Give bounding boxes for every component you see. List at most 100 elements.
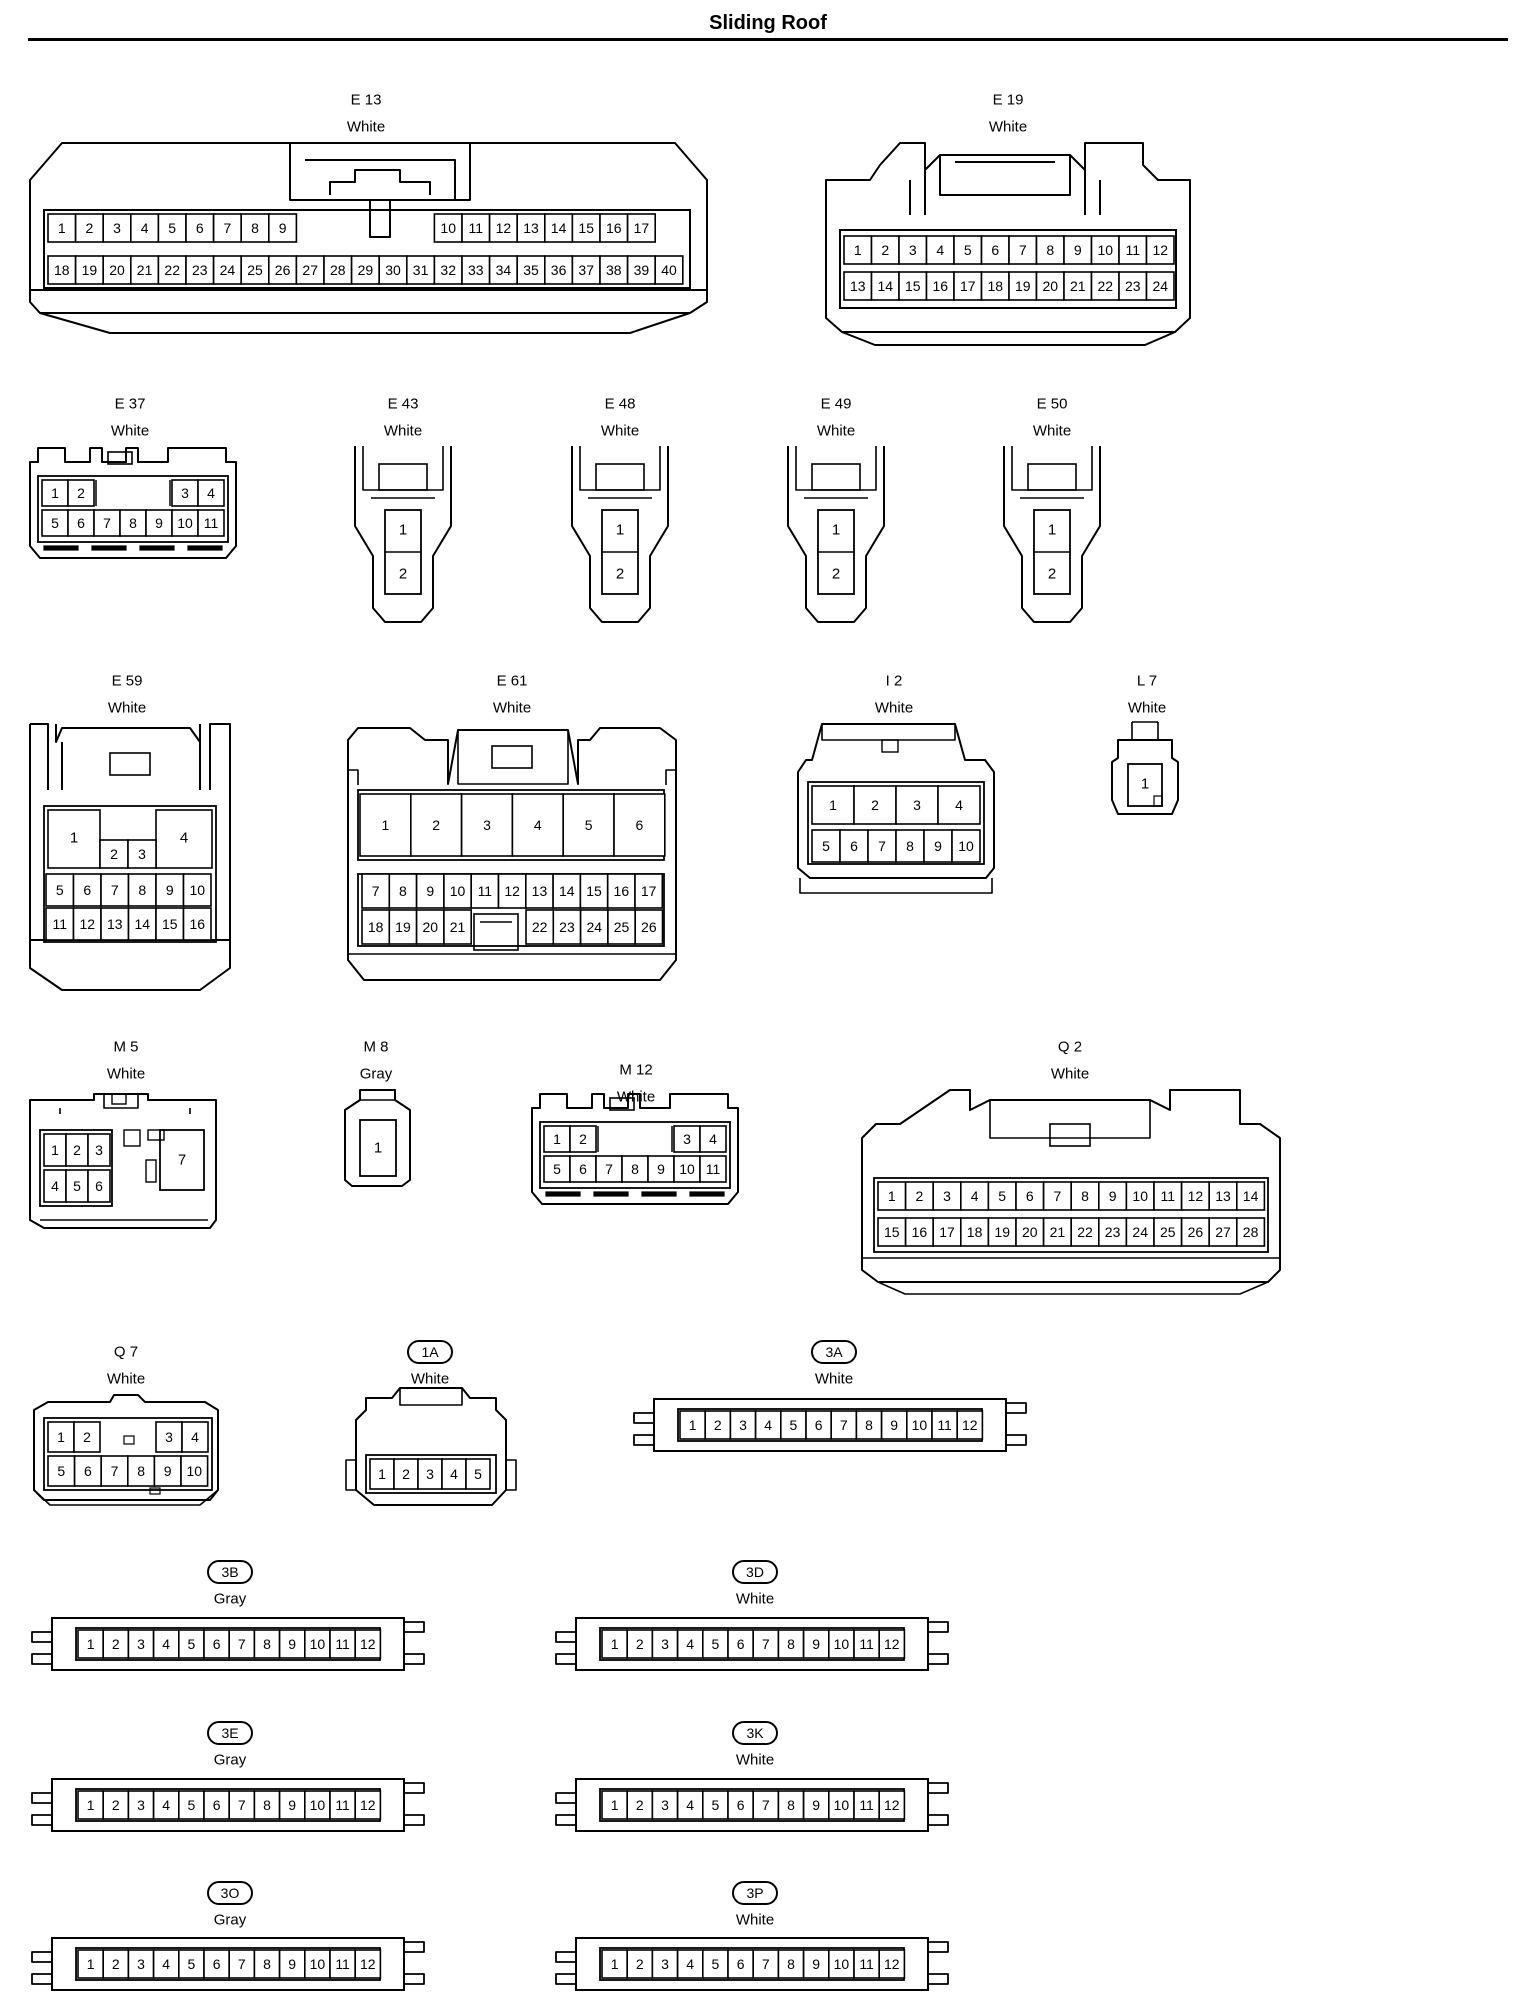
connector-color: Gray (214, 1912, 247, 1929)
title-divider (28, 38, 1508, 41)
pin-1: 1 (382, 817, 390, 833)
pin-27: 27 (302, 262, 318, 278)
pin-14: 14 (551, 220, 567, 236)
code-badge (207, 1881, 253, 1905)
pin-9: 9 (890, 1417, 898, 1433)
pin-12: 12 (884, 1797, 900, 1813)
pin-6: 6 (213, 1956, 221, 1972)
pin-15: 15 (162, 916, 178, 932)
pin-12: 12 (504, 883, 520, 899)
connector-color: White (617, 1089, 655, 1106)
pin-20: 20 (109, 262, 125, 278)
pin-10: 10 (834, 1797, 850, 1813)
pin-11: 11 (937, 1417, 952, 1433)
pin-26: 26 (641, 919, 657, 935)
pin-6: 6 (737, 1636, 745, 1652)
connector-color: Gray (214, 1591, 247, 1608)
pin-16: 16 (189, 916, 205, 932)
pin-11: 11 (469, 220, 484, 236)
pin-6: 6 (84, 1463, 92, 1479)
pin-4: 4 (936, 242, 944, 258)
pin-8: 8 (399, 883, 407, 899)
pin-7: 7 (1019, 242, 1027, 258)
pin-4: 4 (686, 1956, 694, 1972)
pin-5: 5 (585, 817, 593, 833)
pin-9: 9 (155, 515, 163, 531)
code-badge (732, 1560, 778, 1584)
pin-7: 7 (1054, 1188, 1062, 1204)
pin-10: 10 (958, 838, 974, 854)
pin-2: 2 (916, 1188, 924, 1204)
pin-4: 4 (686, 1797, 694, 1813)
pin-2: 2 (579, 1131, 587, 1147)
connector-code: 3P (746, 1885, 763, 1901)
pin-6: 6 (213, 1797, 221, 1813)
pin-12: 12 (360, 1636, 376, 1652)
pin-20: 20 (1042, 278, 1058, 294)
pin-19: 19 (395, 919, 411, 935)
pin-4: 4 (207, 485, 215, 501)
code-badge (732, 1881, 778, 1905)
pin-10: 10 (834, 1956, 850, 1972)
pin-5: 5 (188, 1956, 196, 1972)
connector-code: 3E (221, 1725, 238, 1741)
pin-1: 1 (51, 1142, 59, 1158)
pin-3: 3 (137, 1636, 145, 1652)
pin-15: 15 (905, 278, 921, 294)
pin-11: 11 (706, 1161, 721, 1177)
pin-5: 5 (474, 1466, 482, 1482)
pin-10: 10 (189, 882, 205, 898)
pin-10: 10 (440, 220, 456, 236)
pin-3: 3 (137, 1797, 145, 1813)
pin-8: 8 (263, 1956, 271, 1972)
pin-2: 2 (881, 242, 889, 258)
pin-22: 22 (1097, 278, 1113, 294)
pin-7: 7 (111, 1463, 119, 1479)
pin-11: 11 (1125, 242, 1140, 258)
pin-11: 11 (335, 1797, 350, 1813)
pin-33: 33 (468, 262, 484, 278)
pin-6: 6 (850, 838, 858, 854)
pin-1: 1 (1048, 522, 1056, 539)
connector-color: White (601, 423, 639, 440)
pin-3: 3 (661, 1956, 669, 1972)
pin-11: 11 (335, 1636, 350, 1652)
pin-8: 8 (137, 1463, 145, 1479)
pin-4: 4 (955, 797, 963, 813)
pin-5: 5 (712, 1797, 720, 1813)
pin-12: 12 (360, 1797, 376, 1813)
pin-3: 3 (909, 242, 917, 258)
pin-3: 3 (483, 817, 491, 833)
pin-24: 24 (1152, 278, 1168, 294)
pin-10: 10 (1132, 1188, 1148, 1204)
pin-6: 6 (636, 817, 644, 833)
pin-8: 8 (787, 1956, 795, 1972)
pin-4: 4 (764, 1417, 772, 1433)
pin-9: 9 (288, 1956, 296, 1972)
pin-6: 6 (1026, 1188, 1034, 1204)
pin-5: 5 (553, 1161, 561, 1177)
pin-19: 19 (1015, 278, 1031, 294)
pin-12: 12 (360, 1956, 376, 1972)
pin-19: 19 (994, 1224, 1010, 1240)
pin-8: 8 (251, 220, 259, 236)
pin-7: 7 (238, 1956, 246, 1972)
pin-21: 21 (137, 262, 153, 278)
pin-8: 8 (263, 1636, 271, 1652)
pin-5: 5 (188, 1636, 196, 1652)
connector-code: E 61 (497, 673, 528, 690)
pin-10: 10 (310, 1636, 326, 1652)
pin-9: 9 (812, 1636, 820, 1652)
pin-2: 2 (86, 220, 94, 236)
pin-15: 15 (586, 883, 602, 899)
pin-36: 36 (551, 262, 567, 278)
